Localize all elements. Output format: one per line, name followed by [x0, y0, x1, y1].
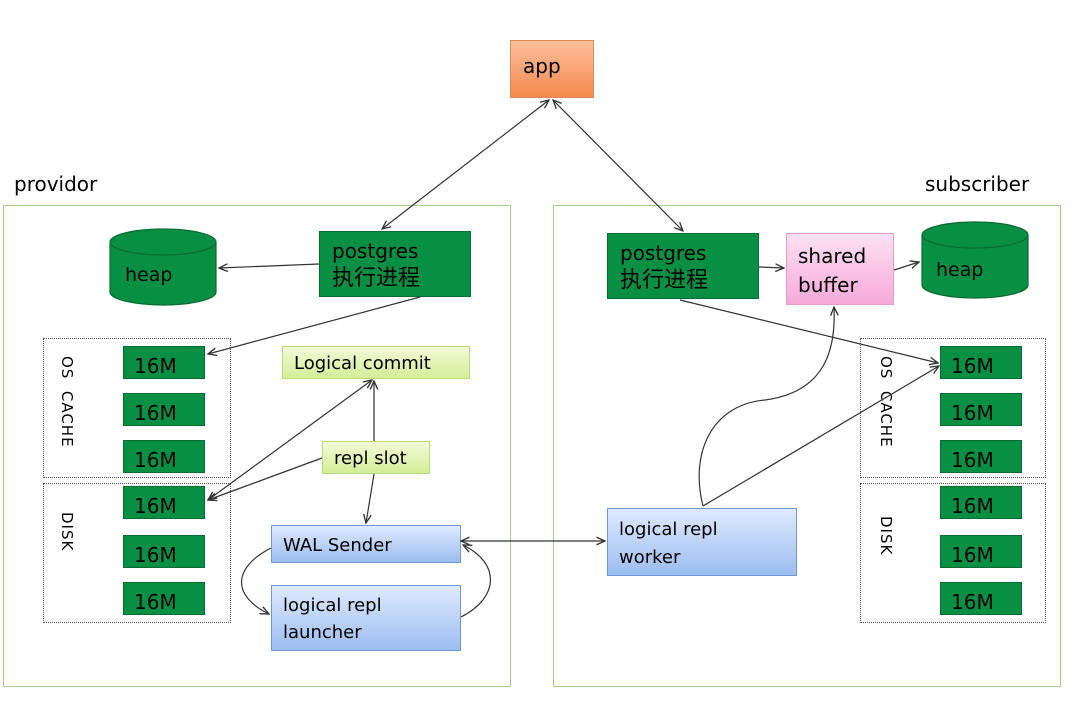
logical-repl-launcher-box: logical repl launcher [271, 585, 461, 651]
provider-disk-block-3: 16M [123, 582, 205, 615]
worker-line2: worker [619, 547, 681, 568]
subscriber-region [553, 205, 1061, 687]
provider-disk-block-2: 16M [123, 535, 205, 568]
subscriber-os-cache-frame [860, 338, 1046, 478]
subscriber-disk-block-2: 16M [940, 535, 1022, 568]
provider-postgres-line1: postgres [332, 239, 419, 263]
subscriber-os-cache-label: OS CACHE [877, 356, 895, 448]
arrow-sub-postgres-to-shared [758, 267, 784, 268]
arrow-slot-to-disk [208, 457, 323, 500]
arrow-commit-to-disk [208, 380, 372, 500]
shared-buffer-box: shared buffer [786, 233, 894, 305]
subscriber-disk-block-3: 16M [940, 582, 1022, 615]
logical-commit-box: Logical commit [282, 346, 470, 379]
arrow-app-subscriber-postgres [553, 100, 683, 231]
provider-heap-label: heap [125, 264, 173, 286]
wal-sender-label: WAL Sender [283, 535, 392, 556]
arrow-wal-to-launcher-left [241, 547, 272, 614]
subscriber-postgres-line2: 执行进程 [620, 268, 709, 293]
subscriber-disk-label: DISK [877, 516, 895, 556]
arrow-worker-to-cache [702, 366, 939, 507]
arrow-app-provider-postgres [382, 100, 549, 229]
provider-heap-cylinder [109, 228, 217, 306]
launcher-line2: launcher [283, 622, 362, 643]
subscriber-heap-label: heap [936, 259, 984, 281]
provider-postgres-process: postgres 执行进程 [319, 231, 471, 297]
subscriber-cache-block-3: 16M [940, 440, 1022, 473]
arrow-postgres-to-cache [208, 296, 421, 354]
subscriber-title: subscriber [925, 172, 1030, 196]
arrow-slot-to-wal-sender [366, 473, 375, 523]
subscriber-disk-frame [860, 483, 1046, 623]
arrow-worker-to-shared-buffer [698, 307, 834, 507]
subscriber-cache-block-2: 16M [940, 393, 1022, 426]
arrow-sub-postgres-to-cache [679, 299, 938, 363]
logical-repl-worker-box: logical repl worker [607, 508, 797, 576]
provider-title: providor [14, 172, 98, 196]
worker-line1: logical repl [619, 519, 718, 540]
provider-os-cache-label: OS CACHE [58, 356, 76, 448]
arrow-shared-to-heap [893, 262, 919, 271]
provider-cache-block-1: 16M [123, 346, 205, 379]
provider-disk-frame [43, 483, 231, 623]
arrow-launcher-to-wal-right [460, 545, 491, 618]
launcher-line1: logical repl [283, 595, 382, 616]
subscriber-postgres-line1: postgres [620, 241, 707, 265]
logical-commit-label: Logical commit [294, 353, 431, 374]
shared-buffer-line1: shared [798, 244, 867, 268]
provider-disk-block-1: 16M [123, 486, 205, 519]
app-label: app [523, 54, 561, 78]
app-box: app [510, 40, 594, 98]
provider-region [3, 205, 511, 687]
subscriber-disk-block-1: 16M [940, 486, 1022, 519]
provider-postgres-line2: 执行进程 [332, 266, 421, 291]
shared-buffer-line2: buffer [798, 273, 858, 297]
subscriber-heap-cylinder [921, 221, 1029, 299]
provider-cache-block-3: 16M [123, 440, 205, 473]
arrow-postgres-to-heap [219, 264, 320, 268]
provider-disk-label: DISK [58, 512, 76, 552]
subscriber-postgres-process: postgres 执行进程 [607, 233, 759, 299]
subscriber-cache-block-1: 16M [940, 346, 1022, 379]
wal-sender-box: WAL Sender [271, 525, 461, 563]
provider-cache-block-2: 16M [123, 393, 205, 426]
